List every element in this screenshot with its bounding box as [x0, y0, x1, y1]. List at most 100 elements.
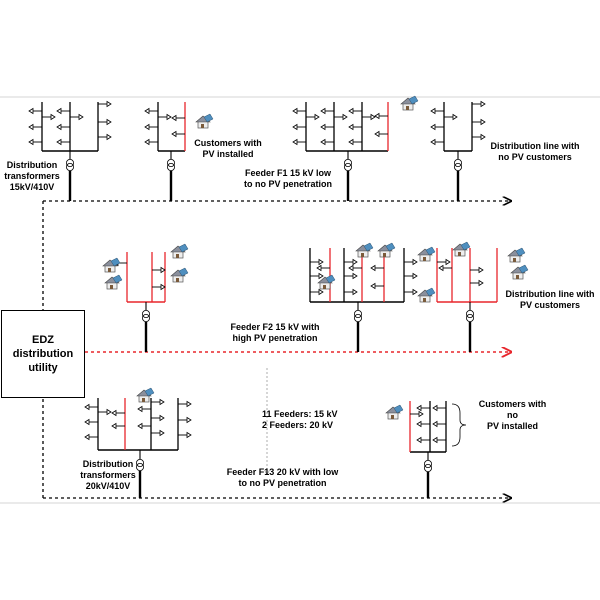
distribution-network [436, 248, 498, 352]
arrow-house-icon [310, 258, 324, 266]
arrow-house-icon [70, 113, 84, 121]
edz-utility-box: EDZ distribution utility [1, 310, 85, 398]
distribution-network [443, 102, 473, 201]
arrow-house-icon [151, 414, 165, 422]
feeder-f1-label: Feeder F1 15 kV low to no PV penetration [243, 168, 332, 189]
house-with-solar-panel-icon [385, 404, 404, 420]
arrow-house-icon [374, 112, 388, 120]
arrow-house-icon [292, 107, 306, 115]
arrow-house-icon [137, 405, 151, 413]
arrow-house-icon [171, 114, 185, 122]
transformer-icon [343, 158, 352, 171]
arrow-house-icon [344, 272, 358, 280]
feeder-counts-label: 11 Feeders: 15 kV 2 Feeders: 20 kV [262, 409, 338, 430]
transformer-icon [423, 459, 432, 472]
arrow-house-icon [416, 436, 430, 444]
house-with-solar-panel-icon [317, 274, 336, 290]
arrow-house-icon [430, 138, 444, 146]
transformer-icon [353, 309, 362, 322]
house-with-solar-panel-icon [510, 264, 529, 280]
house-with-solar-panel-icon [170, 267, 189, 283]
arrow-house-icon [98, 100, 112, 108]
house-with-solar-panel-icon [400, 95, 419, 111]
arrow-house-icon [470, 266, 484, 274]
arrow-house-icon [178, 416, 192, 424]
arrow-house-icon [111, 422, 125, 430]
customers-no-pv-label: Customers with no PV installed [478, 399, 547, 431]
arrow-house-icon [404, 258, 418, 266]
distribution-network [305, 102, 389, 201]
arrow-house-icon [348, 107, 362, 115]
arrow-house-icon [470, 279, 484, 287]
arrow-house-icon [151, 398, 165, 406]
arrow-house-icon [370, 282, 384, 290]
house-with-solar-panel-icon [355, 242, 374, 258]
arrow-house-icon [306, 113, 320, 121]
arrow-house-icon [28, 138, 42, 146]
arrow-house-icon [348, 123, 362, 131]
house-with-solar-panel-icon [417, 287, 436, 303]
arrow-house-icon [344, 288, 358, 296]
arrow-house-icon [320, 123, 334, 131]
arrow-house-icon [84, 418, 98, 426]
arrow-house-icon [432, 436, 446, 444]
arrow-house-icon [56, 138, 70, 146]
arrow-house-icon [430, 123, 444, 131]
arrow-house-icon [171, 130, 185, 138]
arrow-house-icon [344, 258, 358, 266]
arrow-house-icon [416, 420, 430, 428]
arrow-house-icon [432, 404, 446, 412]
arrow-house-icon [404, 288, 418, 296]
transformer-icon [465, 309, 474, 322]
arrow-house-icon [348, 264, 362, 272]
arrow-house-icon [144, 107, 158, 115]
house-with-solar-panel-icon [136, 387, 155, 403]
arrow-house-icon [28, 123, 42, 131]
arrow-house-icon [444, 113, 458, 121]
dist-transformers-15kv-label: Distribution transformers 15kV/410V [4, 160, 60, 192]
arrow-house-icon [310, 272, 324, 280]
arrow-house-icon [56, 107, 70, 115]
line-no-pv-label: Distribution line with no PV customers [490, 141, 580, 162]
arrow-house-icon [472, 118, 486, 126]
transformer-icon [66, 158, 75, 171]
house-with-solar-panel-icon [417, 246, 436, 262]
arrow-house-icon [111, 409, 125, 417]
house-with-solar-panel-icon [377, 242, 396, 258]
house-with-solar-panel-icon [102, 257, 121, 273]
arrow-house-icon [292, 123, 306, 131]
feeder-f2-label: Feeder F2 15 kV with high PV penetration [230, 322, 320, 343]
arrow-house-icon [178, 400, 192, 408]
arrow-house-icon [178, 431, 192, 439]
arrow-house-icon [144, 138, 158, 146]
transformer-icon [166, 158, 175, 171]
arrow-house-icon [472, 133, 486, 141]
arrow-house-icon [316, 264, 330, 272]
arrow-house-icon [472, 100, 486, 108]
arrow-house-icon [416, 404, 430, 412]
distribution-network [409, 401, 447, 498]
transformer-icon [135, 458, 144, 471]
arrow-house-icon [292, 138, 306, 146]
arrow-house-icon [56, 123, 70, 131]
distribution-network [41, 102, 99, 201]
arrow-house-icon [374, 130, 388, 138]
arrow-house-icon [320, 138, 334, 146]
feeder-f13-label: Feeder F13 20 kV with low to no PV penet… [226, 467, 339, 488]
arrow-house-icon [438, 264, 452, 272]
arrow-house-icon [158, 113, 172, 121]
arrow-house-icon [437, 258, 451, 266]
arrow-house-icon [28, 107, 42, 115]
arrow-house-icon [98, 118, 112, 126]
arrow-house-icon [310, 288, 324, 296]
arrow-house-icon [362, 113, 376, 121]
customers-pv-installed-label: Customers with PV installed [194, 138, 262, 159]
arrow-house-icon [98, 408, 112, 416]
arrow-house-icon [370, 264, 384, 272]
arrow-house-icon [84, 403, 98, 411]
arrow-house-icon [84, 433, 98, 441]
arrow-house-icon [137, 422, 151, 430]
arrow-house-icon [152, 266, 166, 274]
arrow-house-icon [334, 113, 348, 121]
